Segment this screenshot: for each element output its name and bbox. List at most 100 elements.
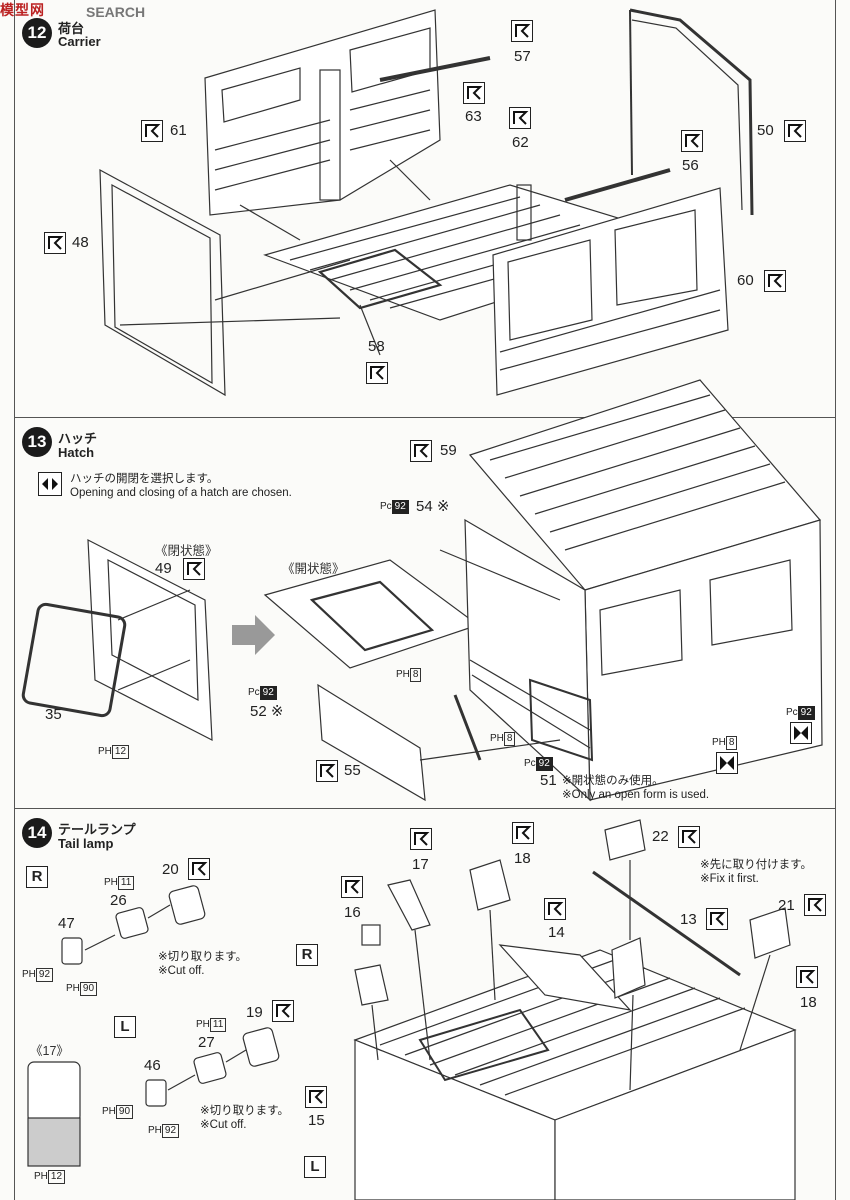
reverse-part-icon-a xyxy=(716,752,738,774)
part-50-icon xyxy=(784,120,806,142)
cut-note-en-l: ※Cut off. xyxy=(200,1119,247,1131)
part-56-label: 56 xyxy=(682,157,699,174)
part-18-icon xyxy=(512,822,534,844)
part-19-icon xyxy=(272,1000,294,1022)
reverse-part-icon-b xyxy=(790,722,812,744)
divider-13-14 xyxy=(14,808,836,809)
part-16-icon xyxy=(341,876,363,898)
step-13-info-jp: ハッチの開閉を選択します。 xyxy=(70,473,219,485)
part-17-icon xyxy=(410,828,432,850)
choice-icon xyxy=(38,472,62,496)
part-51-label: 51 xyxy=(540,772,557,789)
watermark-logo: 模型网 xyxy=(0,2,45,18)
part-57-label: 57 xyxy=(514,48,531,65)
fix-first-note-jp: ※先に取り付けます。 xyxy=(700,859,812,871)
step-13-number: 13 xyxy=(22,427,52,457)
part-61-icon xyxy=(141,120,163,142)
part-63-label: 63 xyxy=(465,108,482,125)
part-18b-label: 18 xyxy=(800,994,817,1011)
watermark-search: SEARCH xyxy=(86,4,146,20)
cut-note-en-r: ※Cut off. xyxy=(158,965,205,977)
part-14-icon xyxy=(544,898,566,920)
right-side-marker-body: R xyxy=(296,944,318,966)
step-13-info-en: Opening and closing of a hatch are chose… xyxy=(70,487,292,499)
step-13-title-jp: ハッチ xyxy=(58,431,98,446)
part-62-icon xyxy=(509,107,531,129)
part-26-label: 26 xyxy=(110,892,127,909)
part-19-label: 19 xyxy=(246,1004,263,1021)
part-15-label: 15 xyxy=(308,1112,325,1129)
fix-first-note-en: ※Fix it first. xyxy=(700,873,759,885)
part-27-label: 27 xyxy=(198,1034,215,1051)
part-17-detail-label: 《17》 xyxy=(30,1044,69,1058)
left-side-marker-body: L xyxy=(304,1156,326,1178)
part-55-icon xyxy=(316,760,338,782)
cut-note-jp-r: ※切り取ります。 xyxy=(158,951,247,963)
part-58-label: 58 xyxy=(368,338,385,355)
part-62-label: 62 xyxy=(512,134,529,151)
part-60-label: 60 xyxy=(737,272,754,289)
part-20-icon xyxy=(188,858,210,880)
part-20-label: 20 xyxy=(162,861,179,878)
part-13-label: 13 xyxy=(680,911,697,928)
part-61-label: 61 xyxy=(170,122,187,139)
part-22-icon xyxy=(678,826,700,848)
step-13-title-en: Hatch xyxy=(58,445,95,460)
part-55-label: 55 xyxy=(344,762,361,779)
part-49-icon xyxy=(183,558,205,580)
part-60-icon xyxy=(764,270,786,292)
part-46-label: 46 xyxy=(144,1057,161,1074)
part-58-icon xyxy=(366,362,388,384)
part-59-label: 59 xyxy=(440,442,457,459)
part-22-label: 22 xyxy=(652,828,669,845)
part-21-icon xyxy=(804,894,826,916)
part-15-icon xyxy=(305,1086,327,1108)
part-18b-icon xyxy=(796,966,818,988)
part-21-label: 21 xyxy=(778,897,795,914)
step-14-number: 14 xyxy=(22,818,52,848)
part-17-label: 17 xyxy=(412,856,429,873)
part-14-label: 14 xyxy=(548,924,565,941)
step-12-number: 12 xyxy=(22,18,52,48)
part-13-icon xyxy=(706,908,728,930)
step-14-title-en: Tail lamp xyxy=(58,836,114,851)
open-state-label: 《開状態》 xyxy=(282,562,345,576)
divider-12-13 xyxy=(14,417,836,418)
part-48-label: 48 xyxy=(72,234,89,251)
open-only-note-en: ※Only an open form is used. xyxy=(562,789,710,801)
open-only-note-jp: ※開状態のみ使用。 xyxy=(562,775,664,787)
part-18-label: 18 xyxy=(514,850,531,867)
part-57-icon xyxy=(511,20,533,42)
part-63-icon xyxy=(463,82,485,104)
step-14-title-jp: テールランプ xyxy=(58,822,136,837)
part-35-label: 35 xyxy=(45,706,62,723)
closed-state-label: 《閉状態》 xyxy=(155,544,218,558)
part-49-label: 49 xyxy=(155,560,172,577)
left-side-marker: L xyxy=(114,1016,136,1038)
part-56-icon xyxy=(681,130,703,152)
cut-note-jp-l: ※切り取ります。 xyxy=(200,1105,289,1117)
step-12-title-en: Carrier xyxy=(58,34,101,49)
part-59-icon xyxy=(410,440,432,462)
part-48-icon xyxy=(44,232,66,254)
part-47-label: 47 xyxy=(58,915,75,932)
step-12-title-jp: 荷台 xyxy=(58,21,85,36)
right-side-marker: R xyxy=(26,866,48,888)
part-54-label: 54 ※ xyxy=(416,498,450,515)
